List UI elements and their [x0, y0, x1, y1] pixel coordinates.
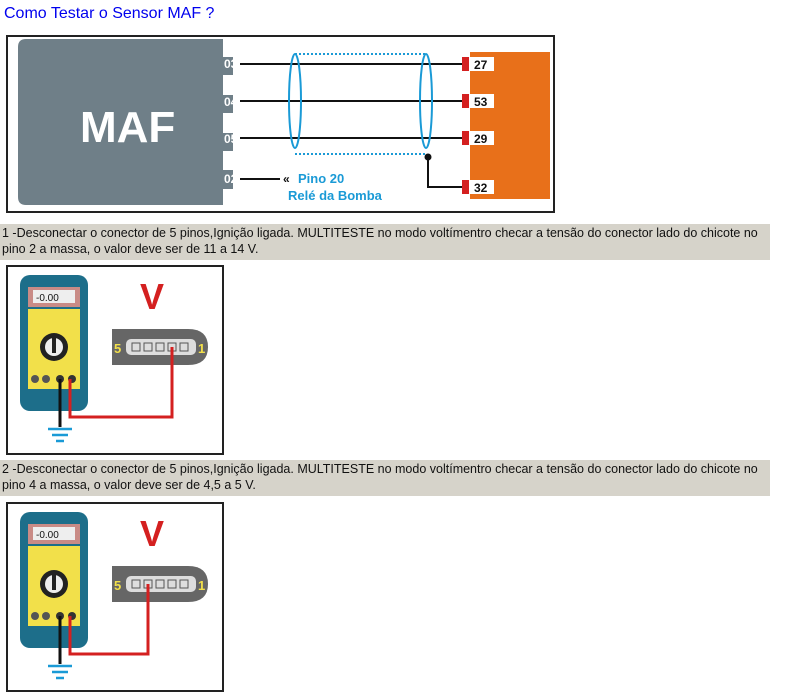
- step-1-illustration: -0.00 V 5 1: [6, 265, 224, 455]
- maf-label: MAF: [80, 103, 175, 152]
- maf-pin: 05: [224, 132, 238, 146]
- svg-text:1: 1: [198, 341, 205, 356]
- step-1-text: 1 -Desconectar o conector de 5 pinos,Ign…: [0, 224, 770, 260]
- svg-text:5: 5: [114, 341, 121, 356]
- wires: [240, 63, 462, 188]
- svg-text:1: 1: [198, 578, 205, 593]
- ecu-pin: 27: [474, 58, 488, 72]
- step-2-text: 2 -Desconectar o conector de 5 pinos,Ign…: [0, 460, 770, 496]
- voltage-mode-label: V: [140, 513, 164, 554]
- test-lead-red: [68, 584, 150, 656]
- note-relay: Relé da Bomba: [288, 188, 383, 203]
- ground-icon: [48, 664, 72, 680]
- test-lead-red: [68, 347, 174, 419]
- shield-icon: [288, 53, 433, 155]
- maf-sensor-block: [18, 39, 233, 205]
- meter-display: -0.00: [36, 530, 59, 541]
- maf-pin: 03: [224, 57, 238, 71]
- ecu-pin: 53: [474, 95, 488, 109]
- step-2-illustration: -0.00 V 5 1: [6, 502, 224, 692]
- voltage-mode-label: V: [140, 276, 164, 317]
- ground-icon: [48, 427, 72, 443]
- arrow-left-icon: «: [283, 172, 290, 186]
- maf-pin: 02: [224, 172, 238, 186]
- note-pin: Pino 20: [298, 171, 344, 186]
- ecu-pin: 29: [474, 132, 488, 146]
- svg-text:5: 5: [114, 578, 121, 593]
- maf-wiring-diagram: MAF 03 04 05 02 27 53 29 32 « Pino 20 Re…: [6, 35, 555, 213]
- ecu-block: [470, 52, 550, 199]
- meter-display: -0.00: [36, 293, 59, 304]
- ecu-pin: 32: [474, 181, 488, 195]
- page-title: Como Testar o Sensor MAF ?: [4, 5, 215, 22]
- maf-pin: 04: [224, 95, 238, 109]
